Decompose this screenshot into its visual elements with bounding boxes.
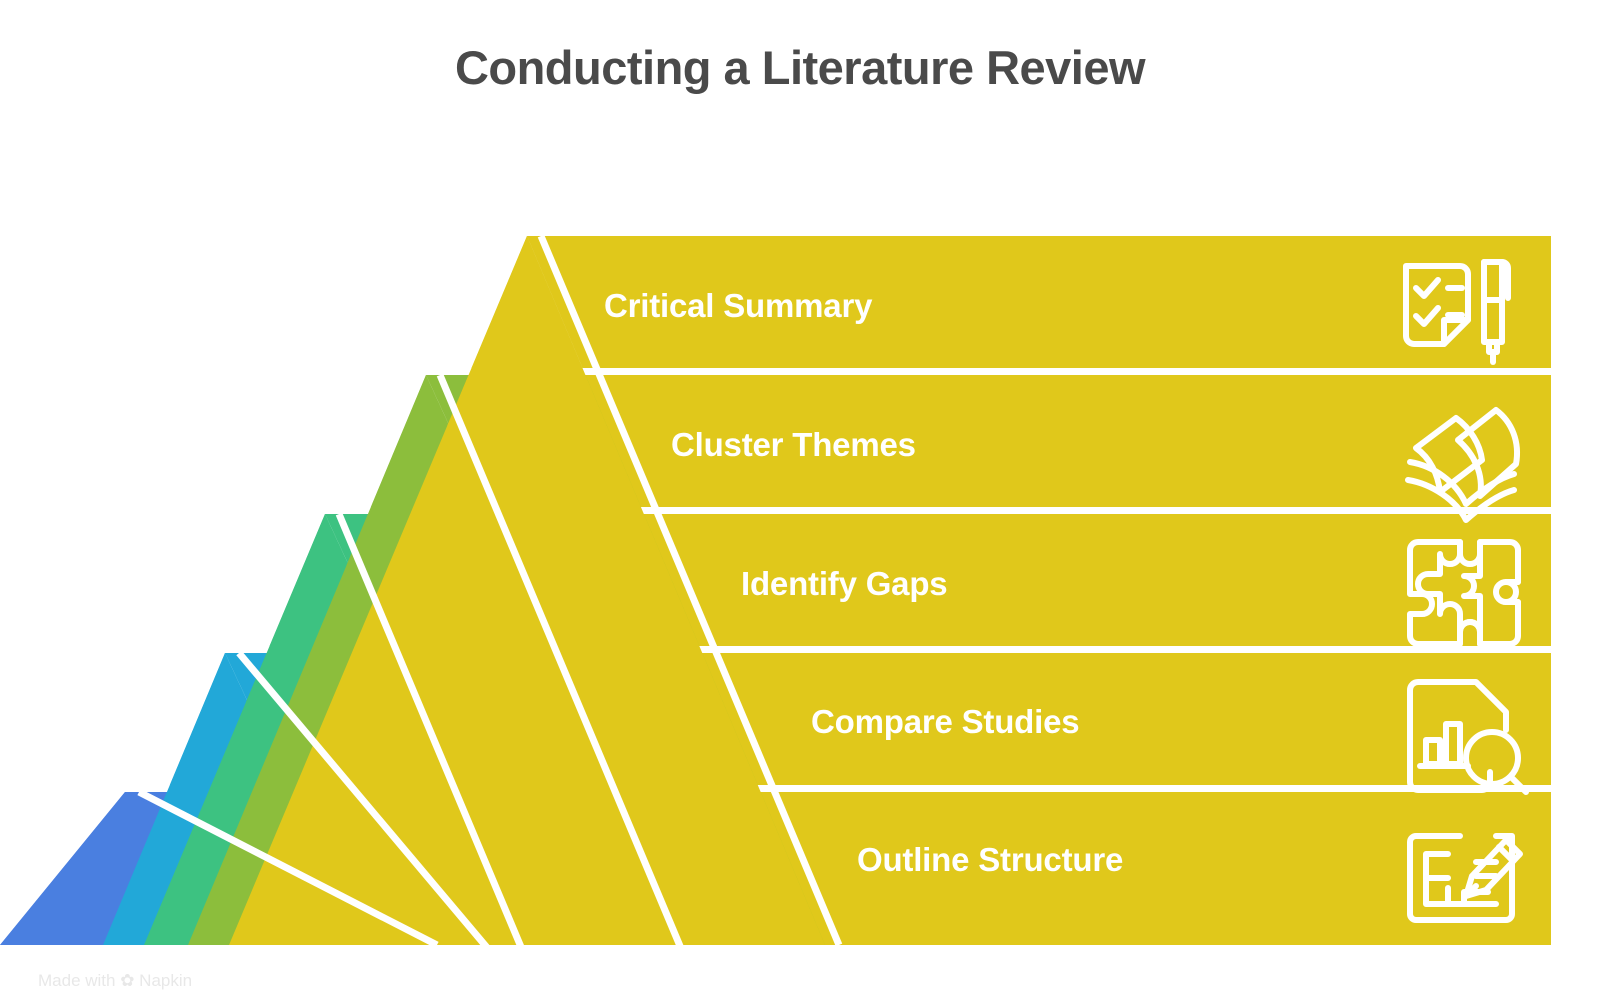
step-label-compare-studies: Compare Studies [811,703,1080,740]
check-2 [1413,305,1441,327]
peak-diagonal-gaps [137,234,843,987]
puzzle-inner-seams [1415,539,1483,635]
pencil-ferrule [1496,844,1516,864]
band-separator [0,507,1600,514]
blueprint-lines [1423,851,1499,907]
diagonal-gap-olive [436,373,702,987]
diagonal-gap-blue [137,788,439,949]
diagonal-gap-yellow [537,234,843,947]
page-fold [1441,317,1471,347]
step-label-cluster-themes: Cluster Themes [671,426,916,463]
band-separator [0,646,1600,653]
open-book-pages-icon [1405,407,1520,523]
checklist-page [1403,263,1471,347]
diagonal-gap-cyan [236,650,525,987]
book-page-mid [1407,459,1517,507]
step-label-critical-summary: Critical Summary [604,287,873,324]
document-chart-magnifier-icon [1407,679,1529,795]
magnifier-lens [1463,729,1521,787]
band-separator [0,785,1600,792]
puzzle-right-notch [1503,579,1521,605]
puzzle-outline [1407,539,1521,647]
checklist-pen-icon [1403,259,1511,365]
book-page-lower [1405,477,1517,523]
puzzle-pieces-icon [1407,539,1521,647]
band-separator [0,368,1600,375]
pencil-tip [1463,883,1479,899]
document-outline [1407,679,1509,793]
check-1 [1413,277,1441,299]
book-page-upper-left [1413,415,1485,495]
blueprint-pencil-icon [1407,833,1523,923]
band-separators [0,368,1600,792]
magnifier-handle [1508,774,1529,795]
blueprint-frame [1407,833,1515,923]
page-title: Conducting a Literature Review [454,41,1146,94]
puzzle-vertical-seam [1461,539,1483,647]
napkin-watermark: Made with ✿ Napkin [38,971,193,990]
step-label-identify-gaps: Identify Gaps [741,565,948,602]
step-polygon[interactable] [527,236,1551,945]
diagonal-gap-emerald [335,512,542,987]
step-label-outline-structure: Outline Structure [857,841,1124,878]
